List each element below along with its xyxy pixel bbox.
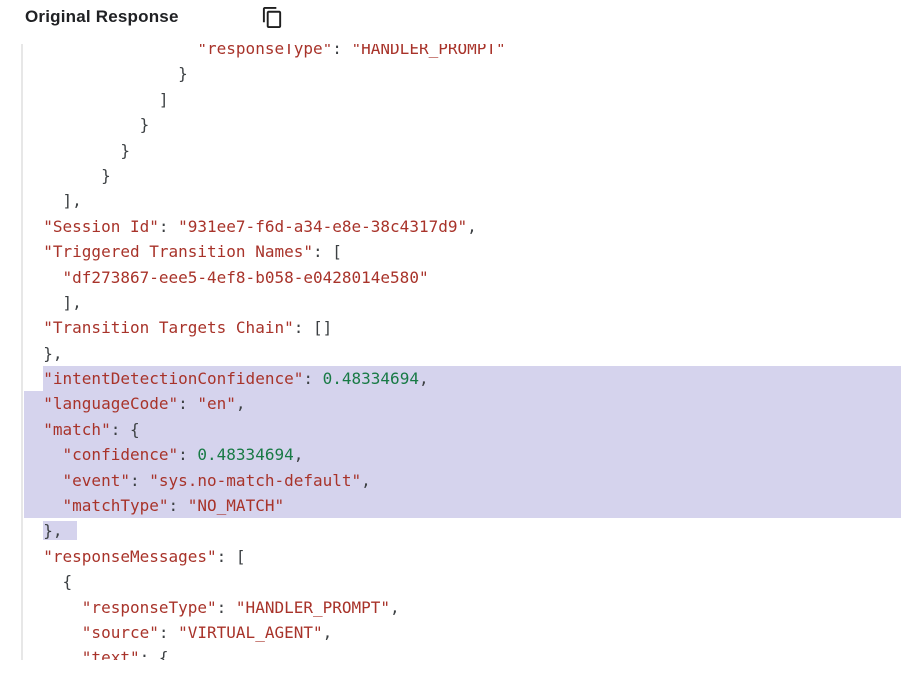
token-s: "VIRTUAL_AGENT" (178, 622, 323, 642)
token-k: "Triggered Transition Names" (43, 242, 313, 262)
token-k: "Session Id" (43, 216, 159, 236)
code-line: "match": { (24, 416, 901, 443)
token-k: "responseType" (197, 44, 333, 58)
code-line: } (24, 112, 901, 137)
token-p: , (467, 216, 477, 236)
code-line: { (24, 569, 901, 594)
token-n: 0.48334694 (322, 369, 419, 389)
token-p: } (139, 115, 150, 135)
token-s: "HANDLER_PROMPT" (235, 597, 391, 617)
code-line: "matchType": "NO_MATCH" (24, 493, 901, 519)
code-line: "source": "VIRTUAL_AGENT", (24, 620, 901, 645)
token-p: : { (110, 419, 140, 439)
code-line: ] (24, 87, 901, 112)
token-n: 0.48334694 (197, 445, 294, 465)
token-k: "matchType" (62, 496, 169, 516)
token-p: : (168, 496, 188, 516)
content-copy-icon (261, 6, 284, 29)
token-s: "HANDLER_PROMPT" (351, 44, 506, 58)
code-line: "event": "sys.no-match-default", (24, 467, 901, 494)
token-p: , (293, 445, 304, 465)
token-p: , (361, 470, 371, 490)
token-k: "event" (62, 470, 130, 490)
token-p: : (178, 445, 198, 465)
token-p: { (62, 572, 73, 592)
token-p: } (101, 165, 111, 185)
token-p: , (418, 369, 429, 389)
token-p: : (332, 44, 352, 58)
code-line: ], (24, 188, 901, 213)
token-p: : (158, 216, 179, 236)
token-p: , (235, 394, 246, 414)
code-line: "text": { (24, 645, 901, 660)
token-k: "languageCode" (43, 394, 179, 414)
token-k: "match" (43, 419, 111, 439)
code-line: "Triggered Transition Names": [ (24, 239, 901, 264)
code-line: "responseMessages": [ (24, 544, 901, 569)
code-line: } (24, 61, 901, 86)
token-k: "responseType" (81, 597, 217, 617)
token-p: }, (43, 521, 63, 541)
token-p: : [ (216, 546, 246, 566)
token-k: "confidence" (62, 445, 179, 465)
token-s: "en" (197, 394, 236, 414)
json-code: "responseType": "HANDLER_PROMPT" } ] } }… (24, 44, 901, 660)
panel-header: Original Response (25, 4, 179, 30)
token-p: : (158, 622, 179, 642)
token-p: : (178, 394, 198, 414)
token-p: : (216, 597, 236, 617)
code-line: "confidence": 0.48334694, (24, 442, 901, 468)
token-p: ] (158, 89, 169, 109)
token-p: } (120, 140, 130, 160)
token-p: : (129, 470, 150, 490)
page-title: Original Response (25, 7, 179, 26)
code-line: "responseType": "HANDLER_PROMPT", (24, 595, 901, 620)
selection-highlight: "intentDetectionConfidence": 0.48334694, (43, 366, 901, 392)
code-line: } (24, 138, 901, 163)
token-s: "sys.no-match-default" (149, 470, 362, 490)
code-line: } (24, 163, 901, 188)
code-line: "responseType": "HANDLER_PROMPT" (24, 44, 901, 61)
token-k: "text" (81, 648, 140, 660)
token-k: "intentDetectionConfidence" (43, 369, 304, 389)
token-p: : { (139, 648, 169, 660)
token-p: ], (62, 191, 82, 211)
code-line: "intentDetectionConfidence": 0.48334694, (24, 366, 901, 392)
token-s: "NO_MATCH" (187, 496, 285, 516)
code-line: "languageCode": "en", (24, 391, 901, 417)
code-line: "Session Id": "931ee7-f6d-a34-e8e-38c431… (24, 214, 901, 239)
token-p: }, (43, 343, 63, 363)
code-line: ], (24, 290, 901, 315)
token-p: , (322, 622, 333, 642)
code-line: "Transition Targets Chain": [] (24, 315, 901, 340)
token-s: "931ee7-f6d-a34-e8e-38c4317d9" (178, 216, 468, 236)
code-line: "df273867-eee5-4ef8-b058-e0428014e580" (24, 265, 901, 290)
token-k: "responseMessages" (43, 546, 217, 566)
token-k: "source" (81, 622, 159, 642)
json-scroll-area[interactable]: "responseType": "HANDLER_PROMPT" } ] } }… (21, 44, 901, 660)
selection-highlight: }, (43, 521, 77, 541)
token-p: ], (62, 292, 82, 312)
token-p: : [] (293, 318, 333, 338)
token-s: "df273867-eee5-4ef8-b058-e0428014e580" (62, 267, 429, 287)
token-p: } (178, 64, 188, 84)
token-p: : (303, 369, 323, 389)
code-line: }, (24, 341, 901, 366)
code-line: }, (24, 518, 901, 543)
token-k: "Transition Targets Chain" (43, 318, 294, 338)
token-p: : [ (312, 242, 342, 262)
token-p: , (390, 597, 400, 617)
copy-button[interactable] (258, 3, 286, 31)
